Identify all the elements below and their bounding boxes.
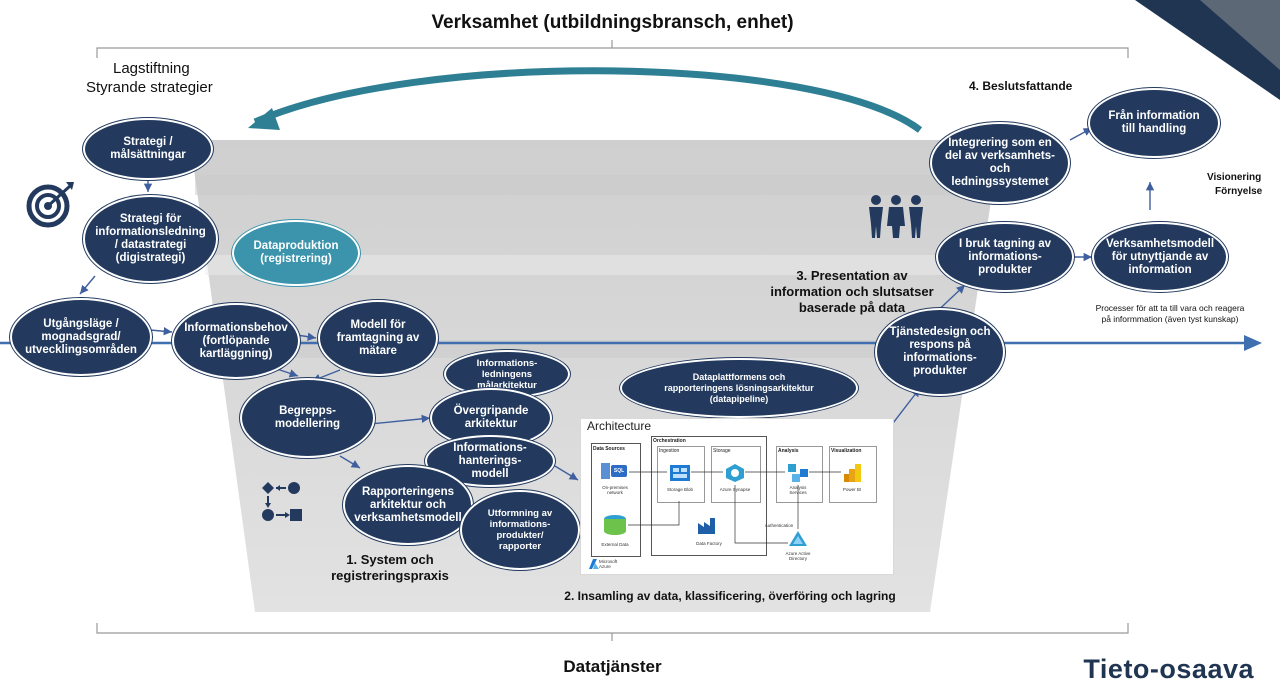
- data-sources-label: Data Sources: [593, 446, 625, 452]
- node-baseline: Utgångsläge / mognadsgrad/ utvecklingsom…: [10, 298, 152, 376]
- decision-label: 4. Beslutsfattande: [969, 79, 1073, 93]
- node-to-action: Från information till handling: [1088, 88, 1220, 158]
- storage-blob-icon: [670, 465, 690, 481]
- node-integration: Integrering som en del av verksamhets- o…: [930, 122, 1070, 204]
- architecture-panel: Architecture Data Sources Orchestration …: [580, 418, 894, 575]
- storage-blob-label: Storage Blob: [666, 487, 694, 492]
- analysis-label: Analysis: [778, 448, 799, 454]
- sql-server-icon: [601, 463, 627, 479]
- storage-box: [711, 446, 761, 503]
- orchestration-label: Orchestration: [653, 438, 686, 444]
- power-bi-label: Power BI: [842, 487, 862, 492]
- brand-logo: Tieto-osaava: [1083, 654, 1254, 684]
- target-icon: [26, 182, 74, 228]
- data-factory-icon: [698, 518, 715, 534]
- node-info-needs: Informationsbehov (fortlöpande kartläggn…: [172, 303, 300, 379]
- onprem-label: On-premises network: [602, 485, 628, 495]
- top-title: Verksamhet (utbildningsbransch, enhet): [431, 12, 794, 33]
- analysis-services-icon: [788, 464, 808, 482]
- ingestion-box: [657, 446, 705, 503]
- node-service-design: Tjänstedesign och respons på information…: [875, 308, 1005, 396]
- node-concept: Begrepps- modellering: [240, 378, 375, 458]
- top-bracket: [96, 40, 1129, 58]
- active-directory-icon: [789, 531, 807, 546]
- node-reporting-arch: Rapporteringens arkitektur och verksamhe…: [343, 465, 473, 545]
- authentication-label: Authentication: [764, 523, 794, 528]
- system-label: 1. System och registreringspraxis: [331, 552, 449, 583]
- law-label-1: Lagstiftning: [113, 60, 190, 77]
- orchestration-box: [651, 436, 767, 556]
- ingestion-label: Ingestion: [659, 448, 680, 454]
- microsoft-azure-label: Microsoft Azure: [599, 559, 618, 569]
- architecture-connectors: [628, 471, 841, 544]
- active-directory-label: Azure Active Directory: [785, 551, 811, 561]
- vision-label-2: Förnyelse: [1215, 186, 1263, 197]
- process-note: Processer för att ta till vara och reage…: [1095, 303, 1245, 324]
- sql-label: SQL: [613, 468, 625, 474]
- synapse-icon: [726, 464, 744, 482]
- analysis-box: [776, 446, 823, 503]
- storage-label: Storage: [713, 448, 731, 454]
- power-bi-icon: [844, 464, 861, 482]
- corner-shape-gray: [1200, 0, 1280, 70]
- node-platform-arch: Dataplattformens och rapporteringens lös…: [620, 358, 858, 418]
- visualization-label: Visualization: [831, 448, 862, 454]
- node-adoption: I bruk tagning av informations- produkte…: [936, 222, 1074, 292]
- vision-label-1: Visionering: [1207, 172, 1262, 183]
- node-info-strategy: Strategi för informationsledning / datas…: [83, 195, 218, 283]
- external-data-icon: [604, 515, 626, 535]
- collection-label: 2. Insamling av data, klassificering, öv…: [564, 589, 896, 603]
- node-dataproduction: Dataproduktion (registrering): [232, 220, 360, 286]
- bottom-title: Datatjänster: [563, 657, 662, 676]
- azure-logo-icon: [589, 559, 599, 569]
- feedback-arrow: [253, 67, 923, 133]
- visualization-box: [829, 446, 877, 503]
- bottom-bracket: [96, 623, 1129, 641]
- architecture-header: Architecture: [587, 419, 652, 433]
- people-icon: [869, 195, 923, 238]
- data-factory-label: Data Factory: [696, 541, 722, 546]
- node-design-reports: Utformning av informations- produkter/ r…: [460, 490, 580, 570]
- node-model: Modell för framtagning av mätare: [318, 300, 438, 376]
- node-strategy: Strategi / målsättningar: [83, 118, 213, 180]
- process-symbols-icon: [262, 482, 302, 521]
- data-sources-box: [591, 443, 641, 557]
- presentation-label: 3. Presentation av information och sluts…: [770, 268, 934, 315]
- law-label-2: Styrande strategier: [86, 79, 213, 96]
- node-business-model: Verksamhetsmodell för utnyttjande av inf…: [1092, 222, 1228, 292]
- external-data-label: External Data: [601, 542, 629, 547]
